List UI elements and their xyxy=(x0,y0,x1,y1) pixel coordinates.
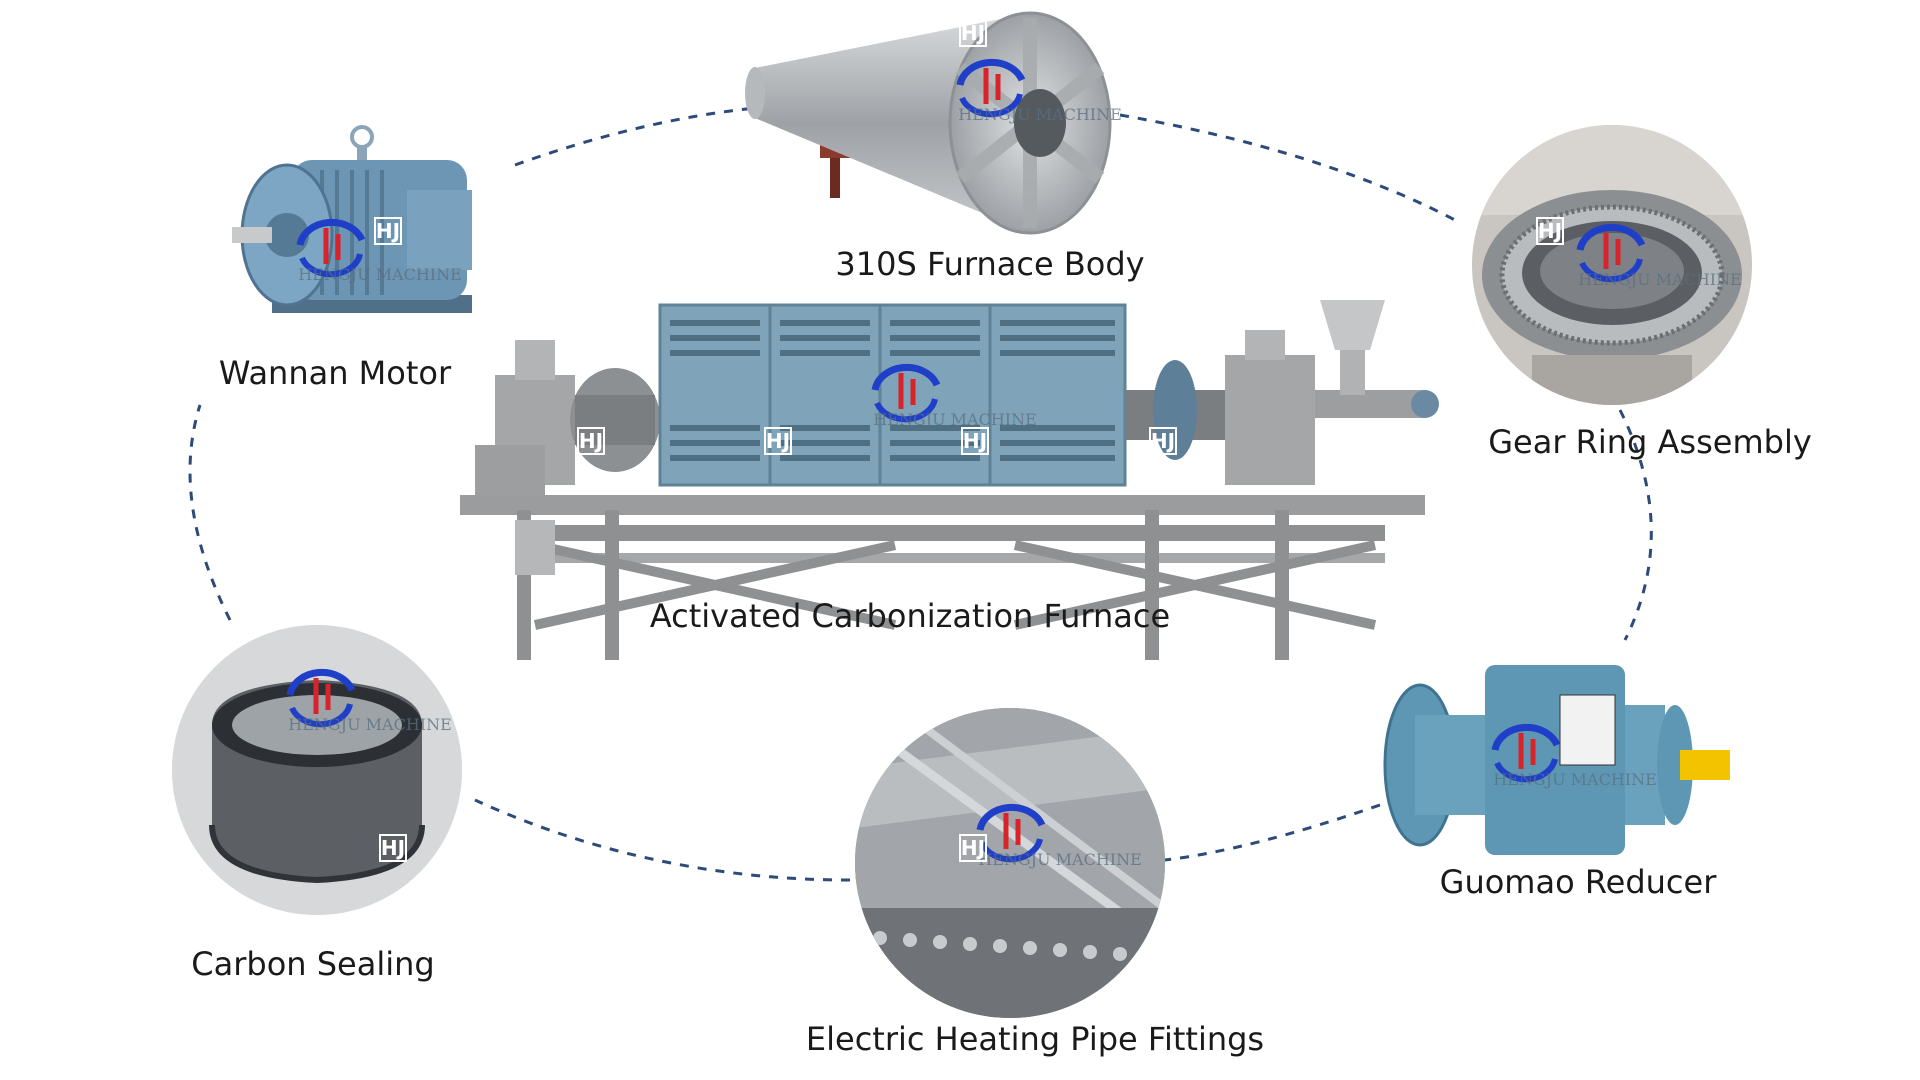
gear-ring-image xyxy=(1472,125,1752,405)
heating-pipe-label: Electric Heating Pipe Fittings xyxy=(805,1020,1265,1058)
center-furnace-label: Activated Carbonization Furnace xyxy=(649,597,1171,635)
motor-label: Wannan Motor xyxy=(218,354,452,392)
furnace-body-image xyxy=(740,8,1120,238)
carbon-sealing-image xyxy=(172,625,462,915)
furnace-body-label: 310S Furnace Body xyxy=(835,245,1145,283)
gear-ring-label: Gear Ring Assembly xyxy=(1488,423,1812,461)
reducer-label: Guomao Reducer xyxy=(1439,863,1717,901)
reducer-image xyxy=(1375,665,1735,865)
furnace-machine-image xyxy=(455,295,1485,665)
connector-arc xyxy=(188,106,1653,882)
carbon-sealing-label: Carbon Sealing xyxy=(191,945,435,983)
heating-pipe-image xyxy=(855,708,1165,1018)
